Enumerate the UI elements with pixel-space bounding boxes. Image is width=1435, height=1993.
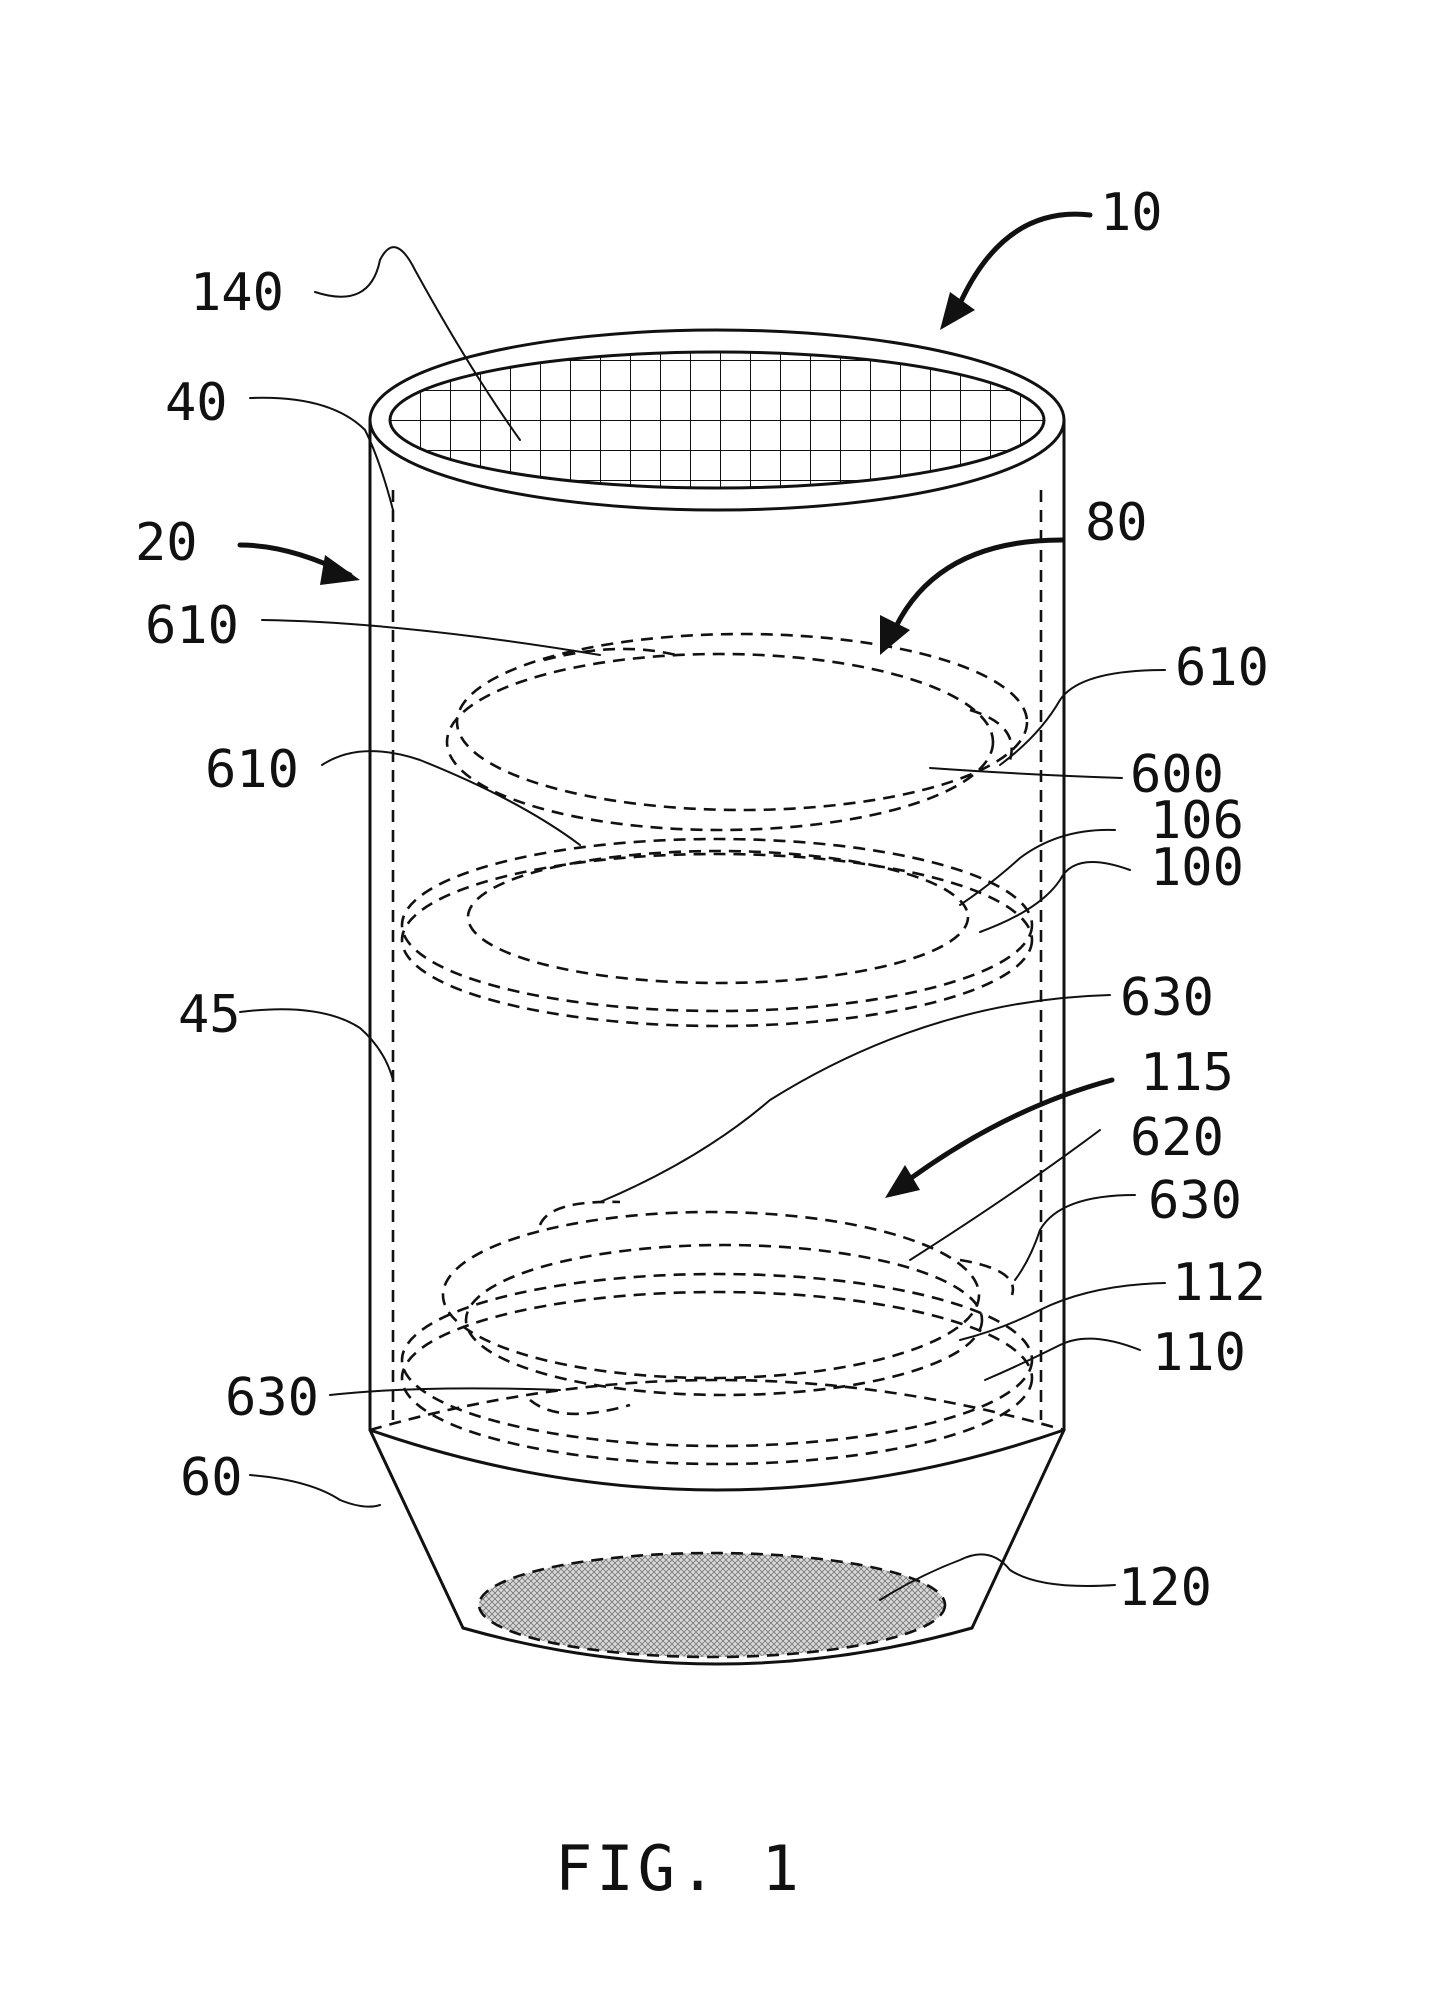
leader-106	[960, 830, 1115, 905]
funnel-left	[370, 1430, 463, 1628]
label-60: 60	[180, 1448, 243, 1508]
label-100: 100	[1150, 838, 1244, 898]
leader-600	[930, 768, 1122, 778]
arrow-10	[955, 214, 1090, 315]
ring-100-lower	[402, 854, 1032, 1026]
label-120: 120	[1118, 1558, 1212, 1618]
leader-630c	[330, 1388, 560, 1395]
label-610-a: 610	[145, 596, 239, 656]
tab-630-bottom	[530, 1400, 630, 1414]
disc-620	[443, 1212, 979, 1378]
tab-630-top	[540, 1202, 620, 1225]
ring-110-outer	[402, 1274, 1032, 1446]
label-10: 10	[1100, 183, 1163, 243]
arrow-115-head	[885, 1165, 920, 1198]
ring-100-outer	[402, 839, 1032, 1011]
label-610-b: 610	[1175, 638, 1269, 698]
label-40: 40	[165, 373, 228, 433]
cylinder-base-edge	[370, 1430, 1064, 1490]
label-45: 45	[178, 985, 241, 1045]
mesh-screen-140	[390, 352, 1044, 488]
disc-112	[466, 1245, 982, 1395]
label-630-c: 630	[225, 1368, 319, 1428]
label-20: 20	[135, 513, 198, 573]
label-610-c: 610	[205, 740, 299, 800]
disc-600	[447, 654, 993, 830]
ring-106-inner	[468, 851, 968, 983]
leader-60	[250, 1475, 380, 1507]
arrow-20-head	[320, 555, 360, 585]
upper-assembly-80	[402, 634, 1032, 1026]
label-110: 110	[1152, 1323, 1246, 1383]
label-80: 80	[1085, 493, 1148, 553]
disc-600-back	[457, 634, 1027, 810]
tab-610-left	[544, 649, 680, 660]
label-630-b: 630	[1148, 1171, 1242, 1231]
porous-disc-120	[479, 1553, 945, 1657]
funnel-right	[972, 1430, 1064, 1628]
arrow-10-head	[940, 292, 975, 330]
leader-610c	[322, 751, 580, 845]
label-115: 115	[1140, 1043, 1234, 1103]
leader-610a	[262, 620, 600, 655]
leader-620	[910, 1130, 1100, 1260]
label-140: 140	[190, 263, 284, 323]
arrow-115	[895, 1080, 1112, 1190]
label-620: 620	[1130, 1108, 1224, 1168]
figure-caption: FIG. 1	[555, 1832, 803, 1905]
arrow-80	[890, 540, 1062, 640]
label-112: 112	[1172, 1253, 1266, 1313]
label-630-a: 630	[1120, 968, 1214, 1028]
tab-630-right	[960, 1260, 1013, 1295]
leader-630b	[1015, 1195, 1135, 1280]
